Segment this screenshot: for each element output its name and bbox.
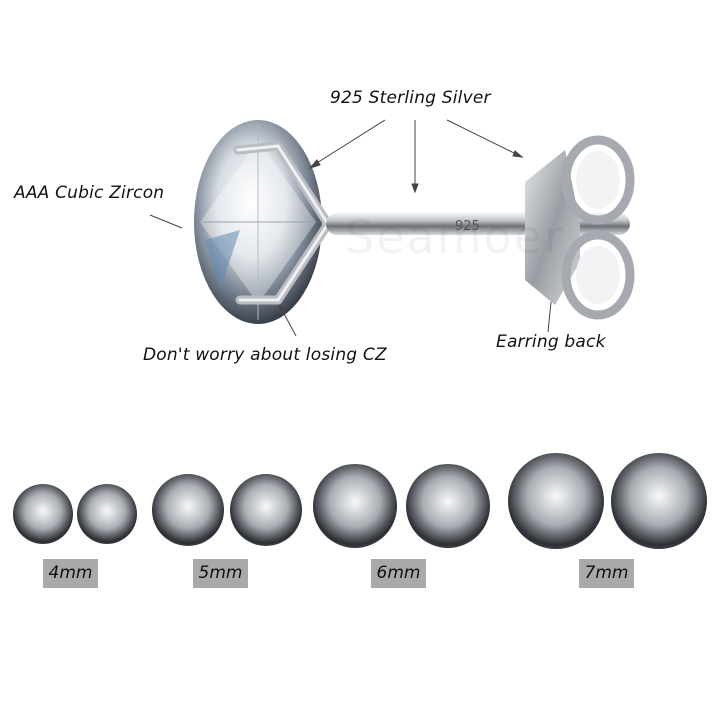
size-label-5mm: 5mm <box>193 559 248 588</box>
stone-5mm-right <box>230 474 302 546</box>
stone-6mm-left <box>313 464 397 548</box>
watermark: Seamoer <box>345 210 565 264</box>
stone-4mm-right <box>77 484 137 544</box>
callout-setting: Don't worry about losing CZ <box>143 345 387 365</box>
size-label-4mm: 4mm <box>43 559 98 588</box>
callout-back: Earring back <box>496 332 606 352</box>
stone-4mm-left <box>13 484 73 544</box>
size-label-7mm: 7mm <box>579 559 634 588</box>
size-label-6mm: 6mm <box>371 559 426 588</box>
stone-5mm-left <box>152 474 224 546</box>
stone-6mm-right <box>406 464 490 548</box>
size-stones <box>13 453 707 549</box>
callout-arrows <box>149 119 552 337</box>
callout-stone: AAA Cubic Zircon <box>14 183 165 203</box>
callout-material: 925 Sterling Silver <box>330 88 491 108</box>
post-stamp: 925 <box>455 219 480 234</box>
earring-back <box>525 135 635 320</box>
stone-7mm-left <box>508 453 604 549</box>
stone-7mm-right <box>611 453 707 549</box>
